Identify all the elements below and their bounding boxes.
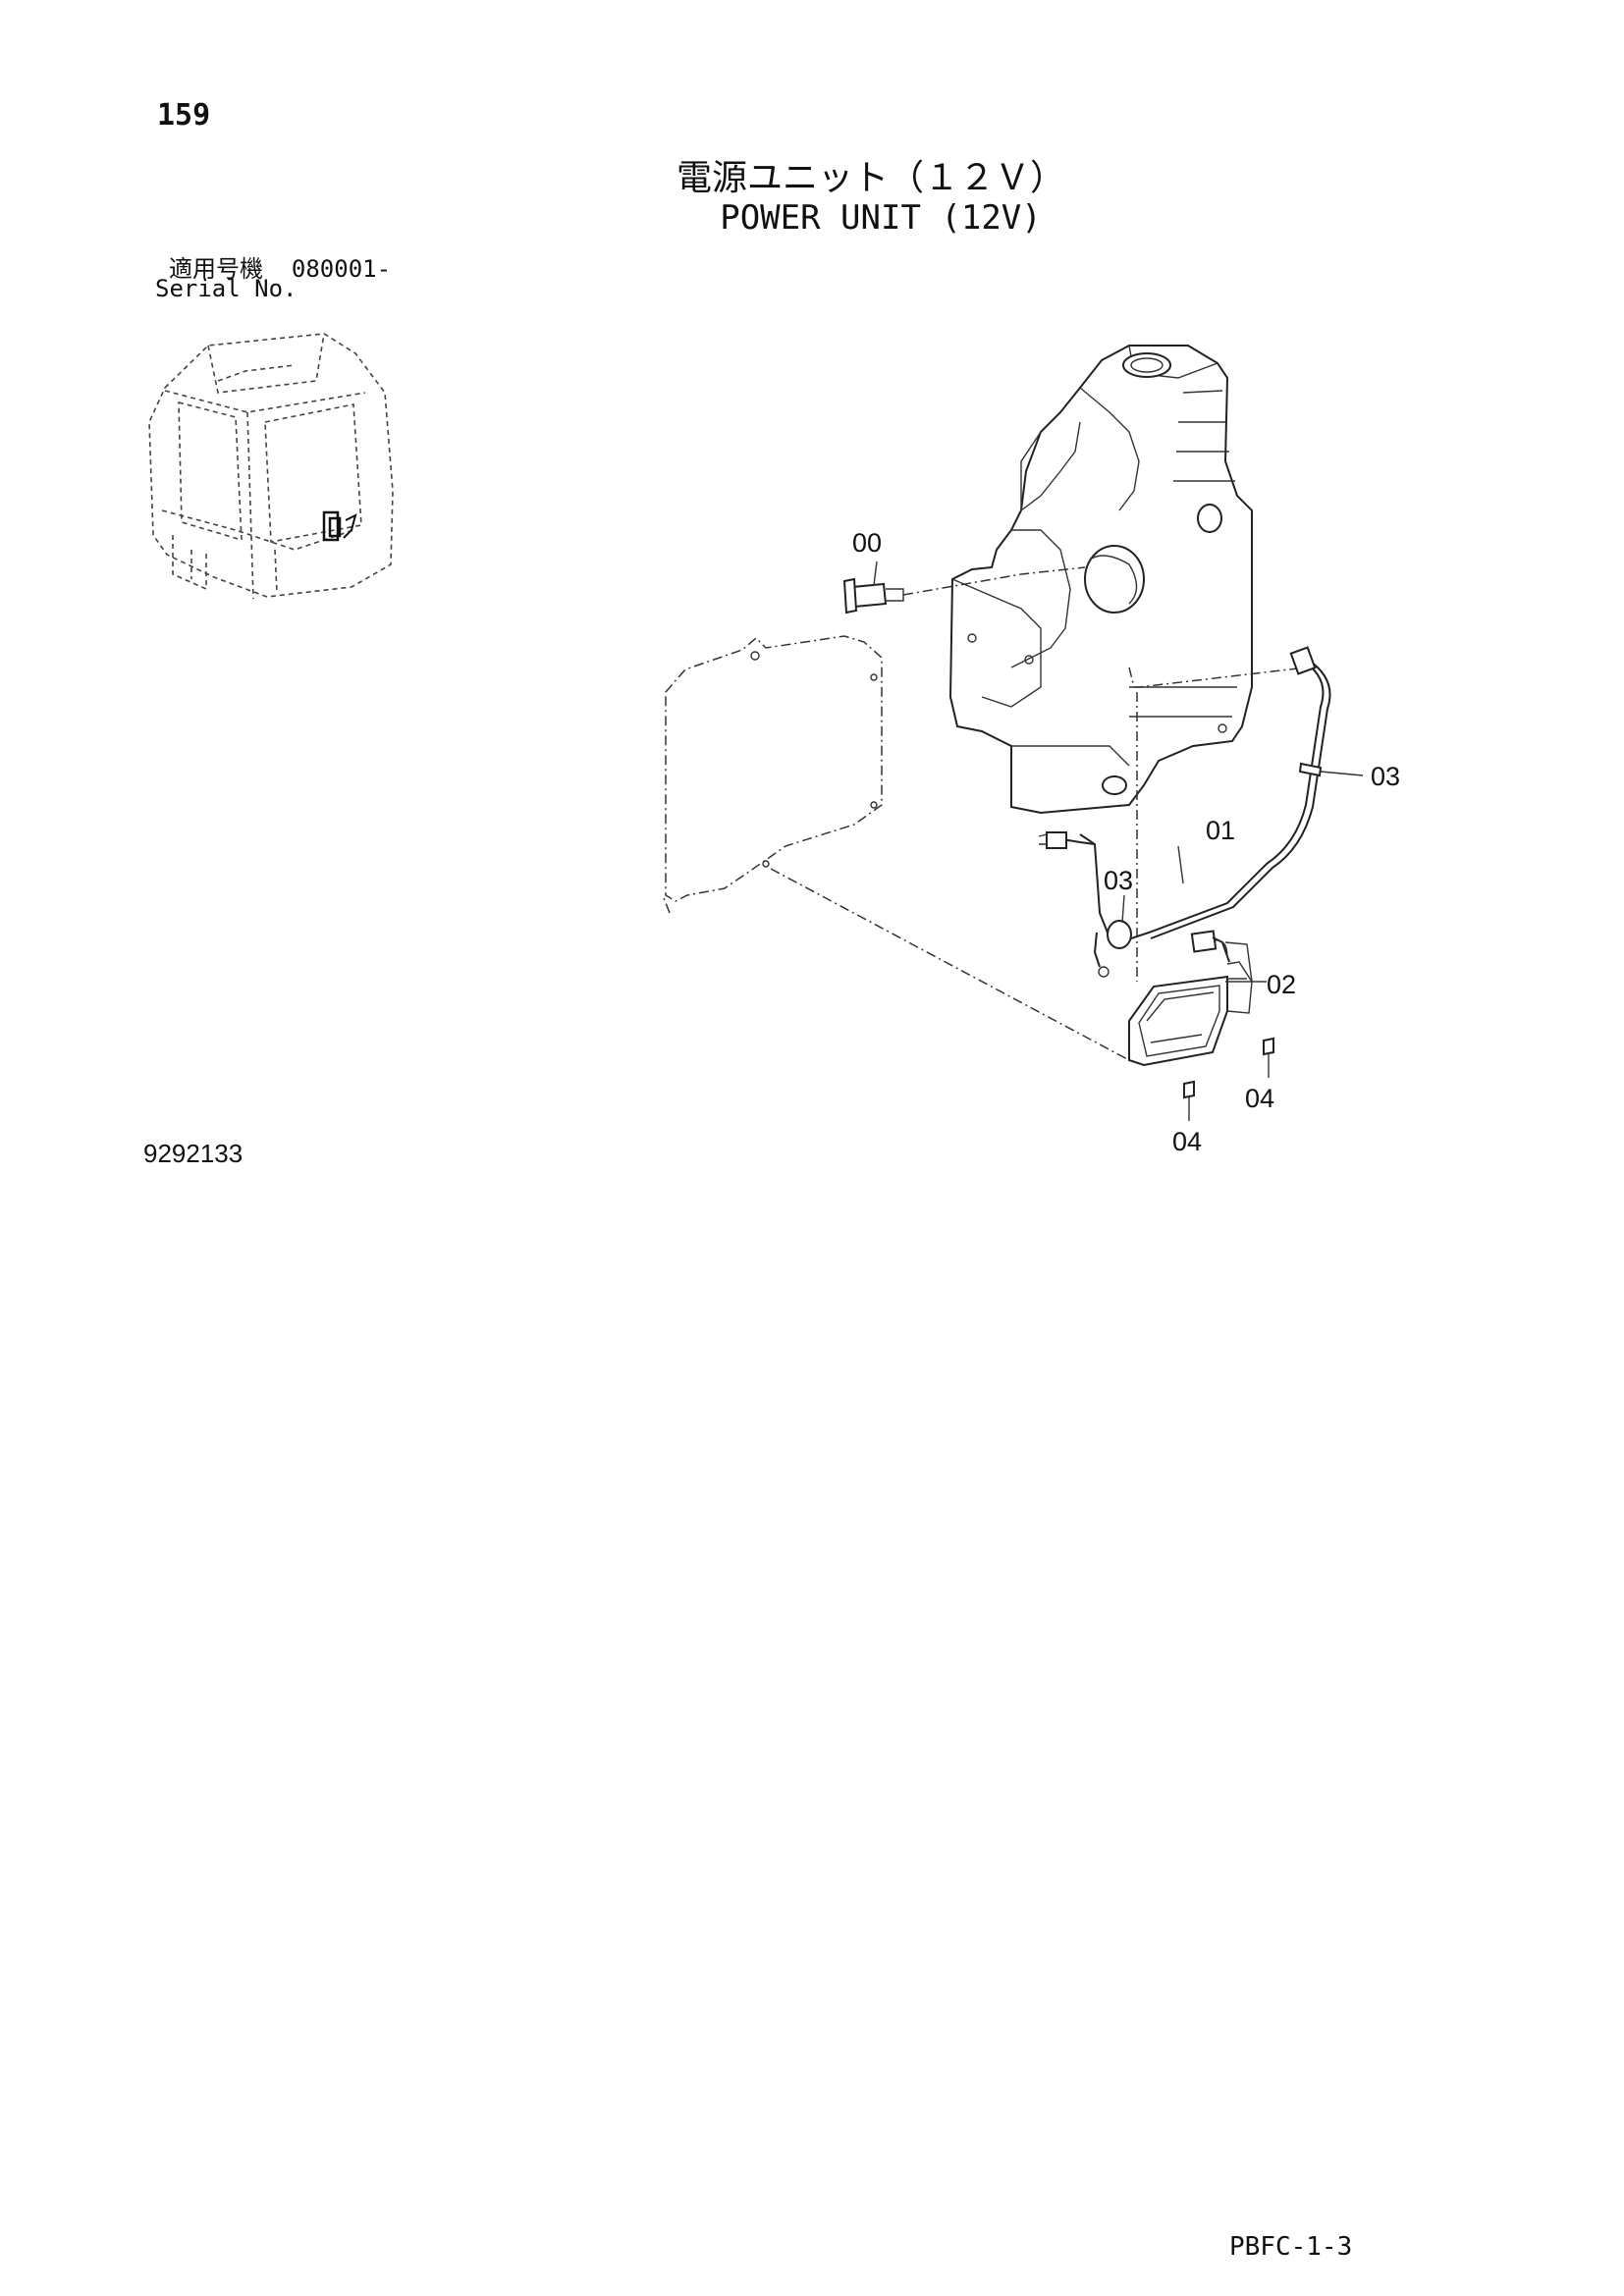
part-harness-01 xyxy=(1038,646,1331,978)
callout-00: 00 xyxy=(852,528,882,558)
callout-03-clamp-left: 03 xyxy=(1104,866,1133,895)
part-screw-04 xyxy=(1183,1037,1274,1121)
callout-04-screw-left: 04 xyxy=(1172,1127,1202,1156)
part-power-unit-02 xyxy=(1128,930,1267,1067)
part-socket-00 xyxy=(842,561,1086,614)
part-clamp-03 xyxy=(1107,762,1364,949)
page-number: 159 xyxy=(157,98,211,133)
mounting-panel xyxy=(663,635,883,914)
page-title-english: POWER UNIT (12V) xyxy=(720,198,1042,238)
drawing-number: 9292133 xyxy=(143,1139,244,1168)
serial-number-value: 080001- xyxy=(291,255,392,283)
page-code: PBFC-1-3 xyxy=(1229,2232,1353,2262)
serial-label-japanese: 適用号機 080001- xyxy=(169,249,391,284)
callout-02: 02 xyxy=(1267,970,1296,999)
serial-label-jp-text: 適用号機 xyxy=(169,255,263,283)
callout-04-screw-right: 04 xyxy=(1245,1084,1274,1113)
callout-03-clamp-right: 03 xyxy=(1371,762,1400,791)
serial-label-english: Serial No. xyxy=(155,275,298,302)
leader-01 xyxy=(1177,845,1184,884)
console-housing xyxy=(948,345,1307,982)
callout-01: 01 xyxy=(1206,816,1235,845)
cab-keymap-illustration xyxy=(148,333,394,600)
panel-alignment-line xyxy=(770,868,1130,1061)
page-title-japanese: 電源ユニット（１２Ｖ） xyxy=(676,158,1065,198)
